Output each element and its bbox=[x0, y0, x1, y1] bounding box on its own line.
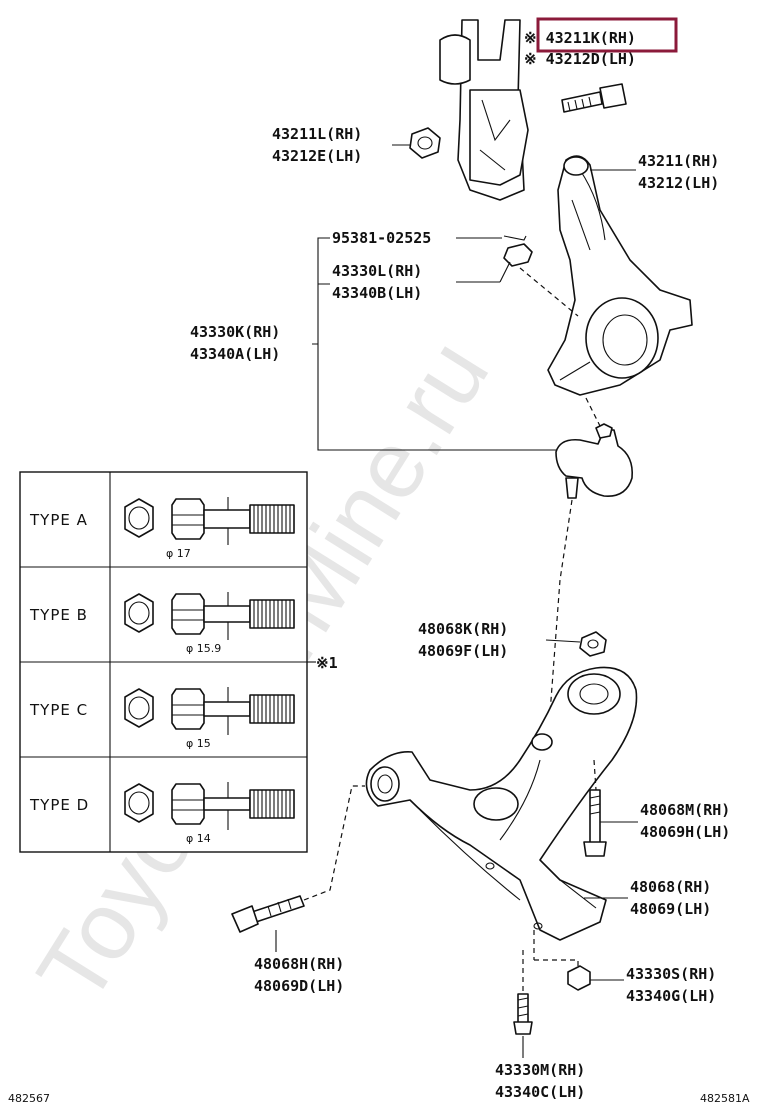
label-43212D[interactable]: ※ 43212D(LH) bbox=[524, 50, 636, 68]
label-43340C[interactable]: 43340C(LH) bbox=[495, 1083, 585, 1101]
bolt-end-circle bbox=[128, 601, 150, 625]
label-43211K[interactable]: ※ 43211K(RH) bbox=[524, 29, 636, 47]
cotter-pin[interactable] bbox=[503, 235, 527, 241]
label-43340B[interactable]: 43340B(LH) bbox=[332, 284, 422, 302]
shank-diameter: φ 15 bbox=[186, 737, 211, 750]
type-name: TYPE D bbox=[29, 796, 89, 814]
diagram-code-left: 482567 bbox=[8, 1092, 50, 1105]
label-95381[interactable]: 95381-02525 bbox=[332, 229, 431, 247]
label-48068K[interactable]: 48068K(RH) bbox=[418, 620, 508, 638]
bolt-head-end-view bbox=[124, 498, 154, 538]
bolt-knurl bbox=[249, 599, 295, 629]
label-48068[interactable]: 48068(RH) bbox=[630, 878, 711, 896]
steering-knuckle[interactable] bbox=[547, 155, 693, 396]
diagram-code-right: 482581A bbox=[700, 1092, 750, 1105]
label-43330S[interactable]: 43330S(RH) bbox=[626, 965, 716, 983]
label-43211[interactable]: 43211(RH) bbox=[638, 152, 719, 170]
lower-control-arm[interactable] bbox=[365, 666, 638, 941]
type-row: TYPE B φ 15.9 bbox=[29, 592, 295, 655]
bolt-end-circle bbox=[128, 791, 150, 815]
shank-diameter: φ 17 bbox=[166, 547, 191, 560]
highlight-box bbox=[536, 17, 678, 53]
ball-joint[interactable] bbox=[555, 423, 634, 499]
type-row: TYPE A φ 17 bbox=[29, 497, 295, 560]
type-name: TYPE A bbox=[29, 511, 88, 529]
bolt-head-side-view bbox=[171, 498, 205, 540]
castle-nut[interactable] bbox=[503, 243, 533, 267]
label-43212[interactable]: 43212(LH) bbox=[638, 174, 719, 192]
label-48069[interactable]: 48069(LH) bbox=[630, 900, 711, 918]
upper-nut[interactable] bbox=[409, 127, 441, 159]
label-43211L[interactable]: 43211L(RH) bbox=[272, 125, 362, 143]
bolt-knurl bbox=[249, 789, 295, 819]
label-43340G[interactable]: 43340G(LH) bbox=[626, 987, 716, 1005]
label-48069F[interactable]: 48069F(LH) bbox=[418, 642, 508, 660]
label-48069H[interactable]: 48069H(LH) bbox=[640, 823, 730, 841]
label-43330K[interactable]: 43330K(RH) bbox=[190, 323, 280, 341]
type-name: TYPE B bbox=[29, 606, 88, 624]
bolt-shank bbox=[203, 701, 251, 717]
label-43340A[interactable]: 43340A(LH) bbox=[190, 345, 280, 363]
bolt-end-circle bbox=[128, 696, 150, 720]
arm-front-bolt[interactable] bbox=[231, 895, 305, 933]
arm-nut[interactable] bbox=[579, 631, 607, 657]
shank-diameter: φ 15.9 bbox=[186, 642, 221, 655]
bolt-head-end-view bbox=[124, 688, 154, 728]
bolt-head-side-view bbox=[171, 783, 205, 825]
bolt-knurl bbox=[249, 694, 295, 724]
type-row: TYPE C φ 15 bbox=[29, 687, 295, 750]
shank-diameter: φ 14 bbox=[186, 832, 211, 845]
label-note-ref: ※1 bbox=[316, 654, 338, 672]
arm-rear-bolt[interactable] bbox=[583, 789, 607, 857]
type-row: TYPE D φ 14 bbox=[29, 782, 295, 845]
label-43330M[interactable]: 43330M(RH) bbox=[495, 1061, 585, 1079]
label-43212E[interactable]: 43212E(LH) bbox=[272, 147, 362, 165]
bolt-knurl bbox=[249, 504, 295, 534]
label-43330L[interactable]: 43330L(RH) bbox=[332, 262, 422, 280]
bolt-head-side-view bbox=[171, 688, 205, 730]
bolt-head-side-view bbox=[171, 593, 205, 635]
bolt-shank bbox=[203, 605, 251, 623]
ball-joint-lower-bolt[interactable] bbox=[513, 993, 533, 1035]
label-48069D[interactable]: 48069D(LH) bbox=[254, 977, 344, 995]
bolt-shank bbox=[203, 797, 251, 811]
bolt-head-end-view bbox=[124, 783, 154, 823]
ball-joint-lower-nut[interactable] bbox=[567, 965, 591, 991]
bolt-head-end-view bbox=[124, 593, 154, 633]
bolt-types-table bbox=[19, 471, 308, 853]
strut-bracket bbox=[439, 19, 529, 201]
bolt-shank bbox=[203, 509, 251, 529]
bolt-end-circle bbox=[128, 506, 150, 530]
upper-bolt[interactable] bbox=[561, 83, 627, 113]
type-name: TYPE C bbox=[29, 701, 88, 719]
label-48068H[interactable]: 48068H(RH) bbox=[254, 955, 344, 973]
label-48068M[interactable]: 48068M(RH) bbox=[640, 801, 730, 819]
